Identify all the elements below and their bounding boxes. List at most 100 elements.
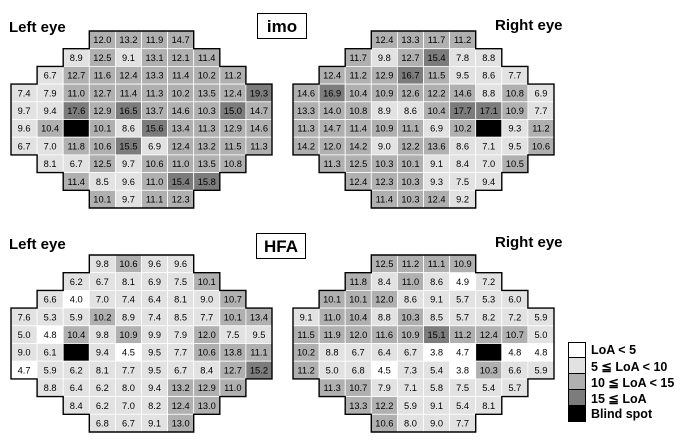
cell-value: 14.6 — [250, 124, 268, 134]
cell-value: 10.7 — [349, 383, 367, 393]
cell-value: 11.2 — [224, 71, 241, 81]
cell-value: 7.0 — [96, 295, 109, 305]
blind-spot-cell — [62, 343, 90, 362]
cell-value: 17.7 — [454, 106, 472, 116]
cell-value: 11.1 — [402, 124, 419, 134]
cell-value: 7.9 — [378, 383, 391, 393]
cell-value: 13.8 — [224, 348, 242, 358]
cell-value: 9.7 — [122, 159, 135, 169]
cell-value: 11.7 — [428, 35, 445, 45]
cell-value: 12.9 — [375, 71, 393, 81]
cell-value: 8.0 — [404, 418, 417, 428]
cell-value: 9.8 — [96, 330, 109, 340]
cell-value: 12.7 — [93, 88, 111, 98]
cell-value: 8.1 — [96, 365, 109, 375]
cell-value: 11.3 — [323, 383, 340, 393]
cell-value: 15.1 — [427, 330, 445, 340]
cell-value: 8.6 — [404, 295, 417, 305]
blind-spot-cell — [62, 119, 90, 138]
cell-value: 8.5 — [174, 312, 187, 322]
cell-value: 15.2 — [250, 365, 268, 375]
cell-value: 11.3 — [198, 124, 215, 134]
cell-value: 9.3 — [430, 177, 443, 187]
cell-value: 10.9 — [454, 259, 472, 269]
cell-value: 10.1 — [401, 159, 419, 169]
cell-value: 8.1 — [482, 401, 495, 411]
cell-value: 6.7 — [404, 348, 417, 358]
cell-value: 16.7 — [401, 71, 419, 81]
cell-value: 3.8 — [430, 348, 443, 358]
cell-value: 12.5 — [93, 53, 111, 63]
cell-value: 13.3 — [401, 35, 419, 45]
cell-value: 9.6 — [148, 259, 161, 269]
cell-value: 10.1 — [323, 295, 341, 305]
cell-value: 12.5 — [93, 159, 111, 169]
cell-value: 5.9 — [534, 365, 547, 375]
hfa-title: HFA — [256, 233, 306, 259]
cell-value: 14.7 — [323, 124, 341, 134]
cell-value: 14.2 — [349, 141, 367, 151]
cell-value: 6.9 — [534, 88, 547, 98]
cell-value: 10.3 — [375, 159, 393, 169]
cell-value: 8.4 — [200, 365, 213, 375]
cell-value: 9.5 — [456, 71, 469, 81]
cell-value: 11.7 — [350, 53, 367, 63]
cell-value: 12.4 — [323, 71, 341, 81]
cell-value: 4.5 — [378, 365, 391, 375]
cell-value: 12.1 — [172, 53, 190, 63]
cell-value: 15.4 — [172, 177, 190, 187]
cell-value: 11.4 — [120, 88, 137, 98]
cell-value: 15.8 — [198, 177, 216, 187]
cell-value: 8.5 — [430, 312, 443, 322]
cell-value: 6.9 — [430, 124, 443, 134]
cell-value: 7.1 — [404, 383, 417, 393]
cell-value: 13.5 — [198, 159, 216, 169]
cell-value: 9.4 — [148, 383, 161, 393]
cell-value: 8.9 — [378, 106, 391, 116]
cell-value: 4.8 — [534, 348, 547, 358]
cell-value: 7.3 — [404, 365, 417, 375]
cell-value: 9.0 — [430, 418, 443, 428]
cell-value: 5.7 — [456, 312, 469, 322]
cell-value: 9.1 — [148, 418, 161, 428]
cell-value: 10.2 — [93, 312, 111, 322]
cell-value: 7.1 — [482, 141, 495, 151]
cell-value: 14.7 — [250, 106, 268, 116]
cell-value: 9.4 — [482, 177, 495, 187]
cell-value: 10.7 — [506, 330, 524, 340]
legend-swatch — [568, 390, 586, 406]
cell-value: 9.1 — [430, 159, 443, 169]
legend: LoA < 5 5 ≦ LoA < 10 10 ≦ LoA < 15 15 ≦ … — [568, 342, 674, 422]
cell-value: 8.6 — [404, 106, 417, 116]
cell-value: 13.2 — [198, 141, 216, 151]
cell-value: 8.1 — [44, 159, 57, 169]
cell-value: 7.4 — [122, 295, 135, 305]
cell-value: 13.3 — [145, 71, 163, 81]
cell-value: 5.0 — [18, 330, 31, 340]
cell-value: 11.4 — [350, 124, 367, 134]
cell-value: 6.9 — [148, 141, 161, 151]
cell-value: 9.8 — [378, 53, 391, 63]
cell-value: 8.6 — [122, 124, 135, 134]
cell-value: 7.7 — [534, 106, 547, 116]
cell-value: 14.6 — [454, 88, 472, 98]
cell-value: 10.2 — [198, 71, 216, 81]
cell-value: 7.5 — [174, 277, 187, 287]
cell-value: 5.8 — [430, 383, 443, 393]
cell-value: 10.6 — [145, 159, 163, 169]
cell-value: 7.8 — [456, 53, 469, 63]
cell-value: 12.0 — [93, 35, 111, 45]
cell-value: 10.1 — [224, 312, 242, 322]
cell-value: 11.1 — [428, 259, 445, 269]
cell-value: 11.0 — [224, 383, 241, 393]
hfa-right-eye-label: Right eye — [495, 234, 563, 251]
cell-value: 6.4 — [70, 383, 83, 393]
cell-value: 10.3 — [401, 194, 419, 204]
cell-value: 5.9 — [534, 312, 547, 322]
cell-value: 12.4 — [480, 330, 498, 340]
cell-value: 5.7 — [508, 383, 521, 393]
cell-value: 9.5 — [148, 348, 161, 358]
cell-value: 13.1 — [145, 53, 163, 63]
cell-value: 8.8 — [326, 348, 339, 358]
